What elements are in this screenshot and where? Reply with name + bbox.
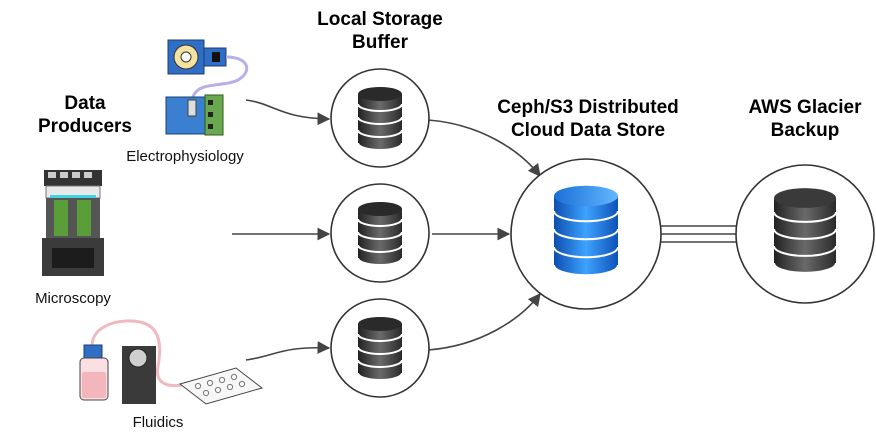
cloud-database-icon (553, 185, 619, 277)
ceph-title: Ceph/S3 Distributed Cloud Data Store (497, 97, 679, 141)
microscope-icon (42, 170, 104, 276)
electrophysiology-icon (165, 39, 249, 136)
arrow-buffer3-to-ceph (427, 292, 541, 351)
archive-database-icon (773, 188, 837, 274)
database-icon (357, 86, 403, 152)
arrow-buffer1-to-ceph (427, 119, 541, 178)
database-icon (357, 201, 403, 267)
database-icon (357, 316, 403, 382)
fluidics-icon (79, 319, 264, 405)
arrow-fluid-to-buffer3 (245, 341, 331, 361)
data-producers-title: Data Producers (38, 93, 132, 137)
glacier-title: AWS Glacier Backup (748, 97, 862, 141)
producer-label-fluidics: Fluidics (132, 414, 184, 431)
ceph-glacier-link (661, 225, 737, 243)
flow-arrows (232, 99, 541, 361)
local-storage-title: Local Storage Buffer (317, 9, 443, 53)
producer-label-electrophysiology: Electrophysiology (126, 148, 244, 165)
arrow-ephys-to-buffer1 (245, 99, 331, 126)
producer-label-microscopy: Microscopy (35, 290, 111, 307)
